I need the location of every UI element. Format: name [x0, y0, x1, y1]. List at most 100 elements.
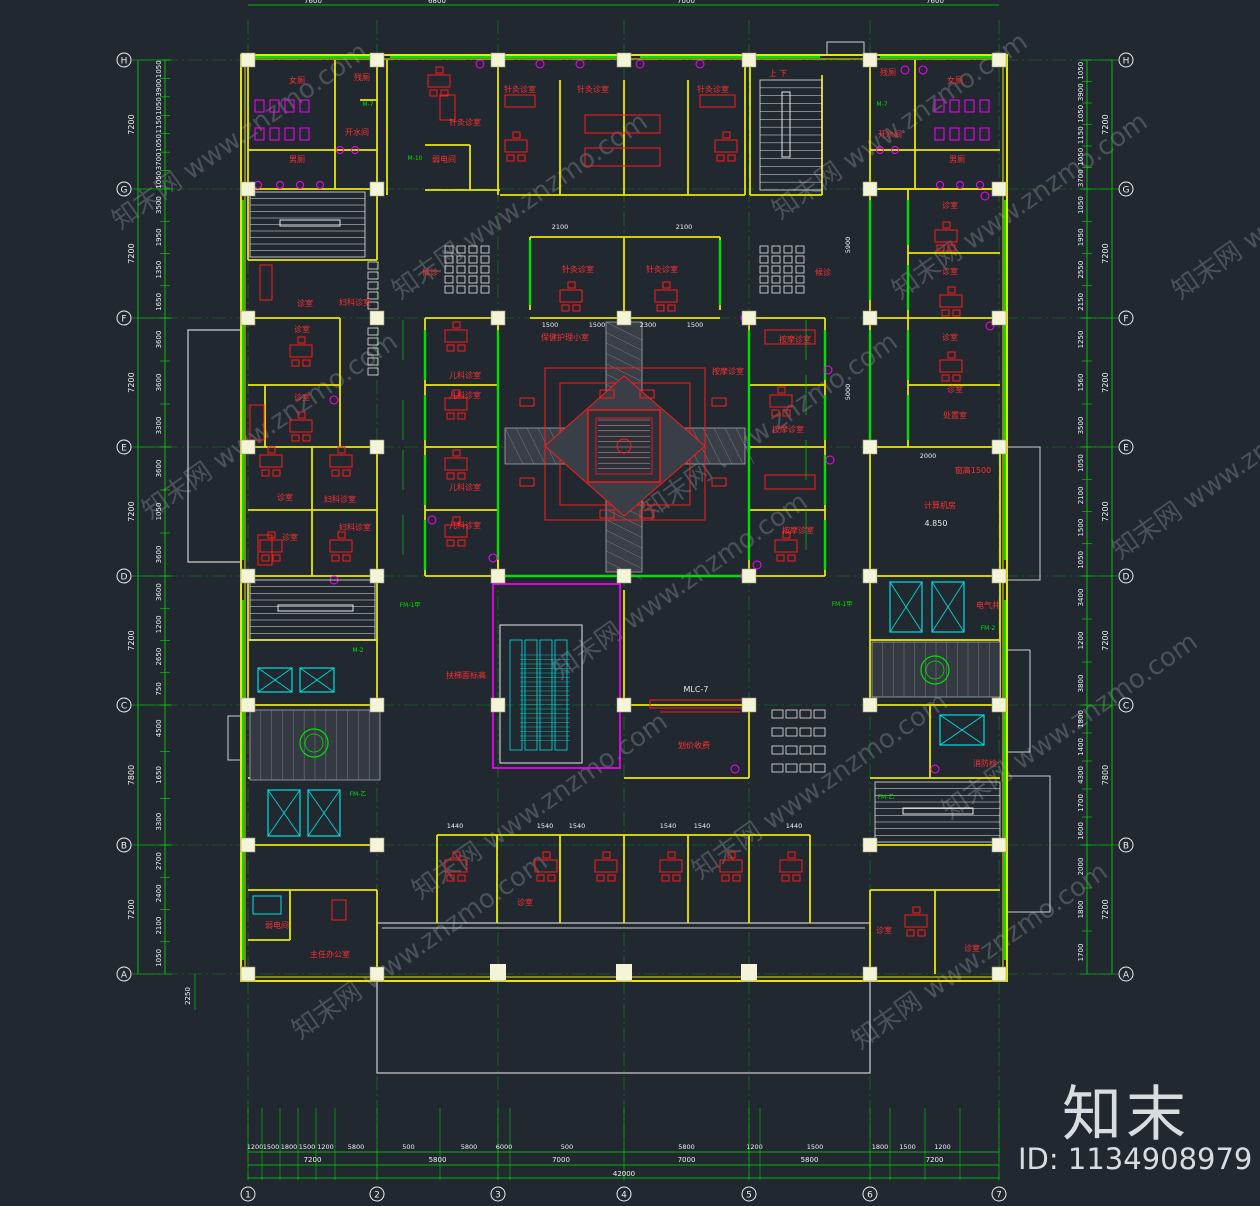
lobby-bench	[599, 509, 615, 519]
toilet-fixture	[254, 99, 265, 113]
dim-right-inner: 3700	[1077, 169, 1085, 187]
room-label-top-left-2: 残厕	[354, 72, 370, 82]
column	[862, 697, 878, 713]
dim-left-outer: 7200	[127, 501, 136, 521]
desk	[769, 394, 793, 408]
dim-left-outer: 7800	[127, 765, 136, 785]
chair	[302, 359, 311, 367]
door-tag: FM-2	[981, 625, 996, 632]
dim-top: 7600	[926, 0, 944, 5]
waiting-seat	[367, 327, 379, 336]
treatment-bed	[504, 94, 536, 108]
toilet-fixture	[964, 99, 975, 113]
dim-right-inner: 1200	[1077, 632, 1085, 650]
escalator-track	[524, 639, 538, 751]
sink	[876, 146, 884, 154]
waiting-seat	[444, 275, 454, 284]
grid-row-tag	[1118, 310, 1134, 326]
column	[240, 837, 256, 853]
chair	[302, 434, 311, 442]
planter-inner	[925, 660, 945, 680]
dim-right-outer: 7200	[1101, 243, 1110, 263]
grid-row-tag	[116, 837, 132, 853]
dim-right-inner: 1150	[1077, 126, 1085, 144]
room-label-obgyn-3: 妇科诊室	[339, 522, 371, 532]
desk	[504, 139, 528, 153]
chair	[667, 304, 676, 312]
room-label-screen-room: 保健护理小室	[541, 332, 589, 342]
column	[862, 568, 878, 584]
room-label-peds-2: 儿科诊室	[449, 390, 481, 400]
waiting-seat	[771, 763, 784, 773]
washbasin	[329, 395, 339, 405]
column	[490, 52, 506, 68]
hatch-line	[735, 427, 755, 465]
furniture-layer	[245, 59, 1005, 937]
desk	[534, 859, 558, 873]
exam-bed	[331, 899, 347, 921]
grid-col-label: 1	[245, 1191, 251, 1201]
sink	[316, 181, 324, 189]
dim-right-outer: 7200	[1101, 372, 1110, 392]
chair	[656, 304, 665, 312]
waiting-seat	[795, 265, 805, 274]
room-label-weak-2: 弱电间	[265, 920, 289, 930]
dim-bottom-row1: 1200	[247, 1143, 264, 1151]
waiting-seat	[480, 275, 490, 284]
hatch-line	[605, 529, 643, 549]
dim-left-inner: 750	[155, 682, 163, 695]
hatch-line	[504, 427, 524, 465]
column	[369, 52, 385, 68]
desk	[939, 359, 963, 373]
chair	[952, 309, 961, 317]
room-label-stair-label: 上 下	[769, 69, 788, 78]
dim-small: 1540	[537, 822, 554, 830]
dim-left-inner: 1050	[155, 949, 163, 967]
dim-right-outer: 7200	[1101, 501, 1110, 521]
chair	[542, 851, 551, 859]
lobby-bench	[639, 509, 655, 519]
room-label-room-l2: 诊室	[294, 324, 310, 334]
sink	[891, 146, 899, 154]
desk	[444, 524, 468, 538]
waiting-seat	[813, 763, 826, 773]
chair	[912, 906, 921, 914]
chair	[457, 412, 466, 420]
column	[369, 439, 385, 455]
column	[862, 837, 878, 853]
waiting-seat	[813, 727, 826, 737]
dim-left-outer: 7200	[127, 630, 136, 650]
waiting-seat	[456, 285, 466, 294]
hatch-line	[515, 427, 535, 465]
elevator-x	[257, 667, 293, 693]
desk	[444, 397, 468, 411]
room-label-waiting-2: 候诊	[815, 267, 831, 277]
washbasin	[475, 59, 485, 69]
grid-row-label: C	[121, 702, 127, 712]
room-label-bottom-room: 诊室	[517, 897, 533, 907]
dim-bottom-row1: 1500	[899, 1143, 916, 1151]
column	[616, 964, 632, 980]
chair	[727, 851, 736, 859]
room-label-needle-6: 针灸诊室	[646, 264, 678, 274]
elevator-car	[257, 667, 293, 693]
desk	[259, 454, 283, 468]
chair	[782, 531, 791, 539]
chair	[291, 359, 300, 367]
dim-right-inner: 1500	[1077, 519, 1085, 537]
dim-bottom-row1: 500	[561, 1143, 573, 1151]
dim-small: 5900	[844, 237, 852, 254]
planter	[299, 728, 329, 758]
grid-row-tag	[1118, 837, 1134, 853]
grid-row-label: B	[1123, 842, 1129, 852]
column	[741, 697, 757, 713]
hatch-line	[702, 427, 722, 465]
waiting-seat	[444, 255, 454, 264]
grid-col-label: 3	[495, 1191, 501, 1201]
washbasin	[535, 59, 545, 69]
toilet-fixture	[964, 127, 975, 141]
dim-right-inner: 1050	[1077, 148, 1085, 166]
waiting-seat	[771, 265, 781, 274]
room-label-massage-4: 按摩诊室	[712, 366, 744, 376]
